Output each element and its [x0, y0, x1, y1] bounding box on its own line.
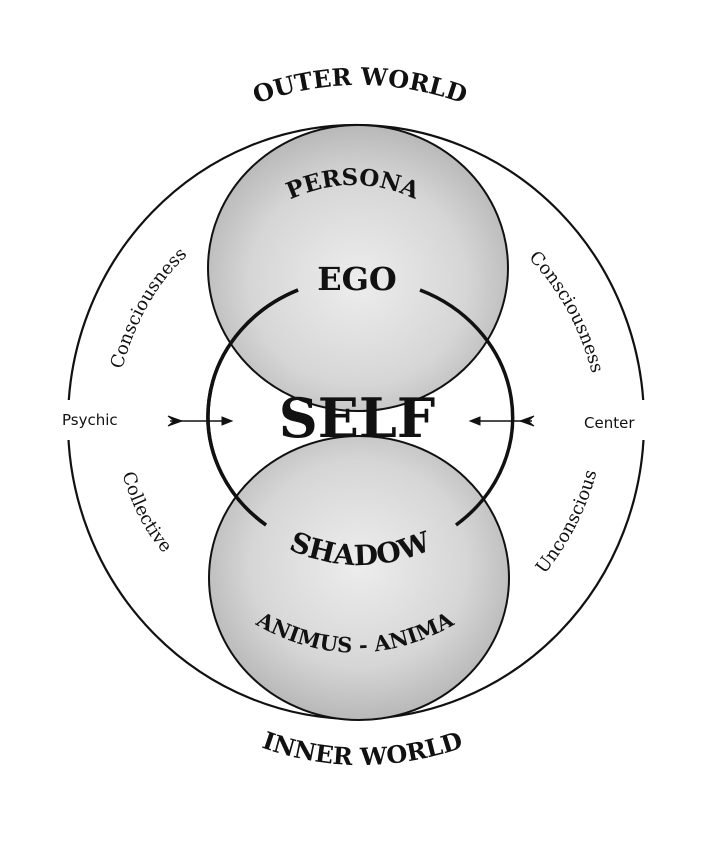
consciousness-right-label: Consciousness: [525, 247, 608, 375]
svg-text:OUTER WORLD: OUTER WORLD: [249, 62, 471, 110]
svg-text:INNER WORLD: INNER WORLD: [259, 725, 466, 771]
self-label: SELF: [279, 386, 435, 450]
svg-text:Consciousness: Consciousness: [525, 247, 608, 375]
collective-label: Collective: [118, 469, 177, 557]
svg-text:Unconscious: Unconscious: [532, 468, 602, 578]
consciousness-left-label: Consciousness: [107, 243, 192, 370]
svg-text:Collective: Collective: [118, 469, 177, 557]
upper-circle: [207, 124, 509, 412]
right-arrow-icon: [468, 415, 535, 427]
outer-world-label: OUTER WORLD: [249, 62, 471, 110]
left-arrow-icon: [167, 415, 234, 427]
psychic-label: Psychic: [62, 411, 118, 429]
inner-world-label: INNER WORLD: [259, 725, 466, 771]
ego-label: EGO: [317, 260, 397, 298]
unconscious-label: Unconscious: [532, 468, 602, 578]
svg-text:Consciousness: Consciousness: [107, 243, 192, 370]
center-label: Center: [584, 414, 635, 432]
lower-circle: [208, 435, 510, 721]
